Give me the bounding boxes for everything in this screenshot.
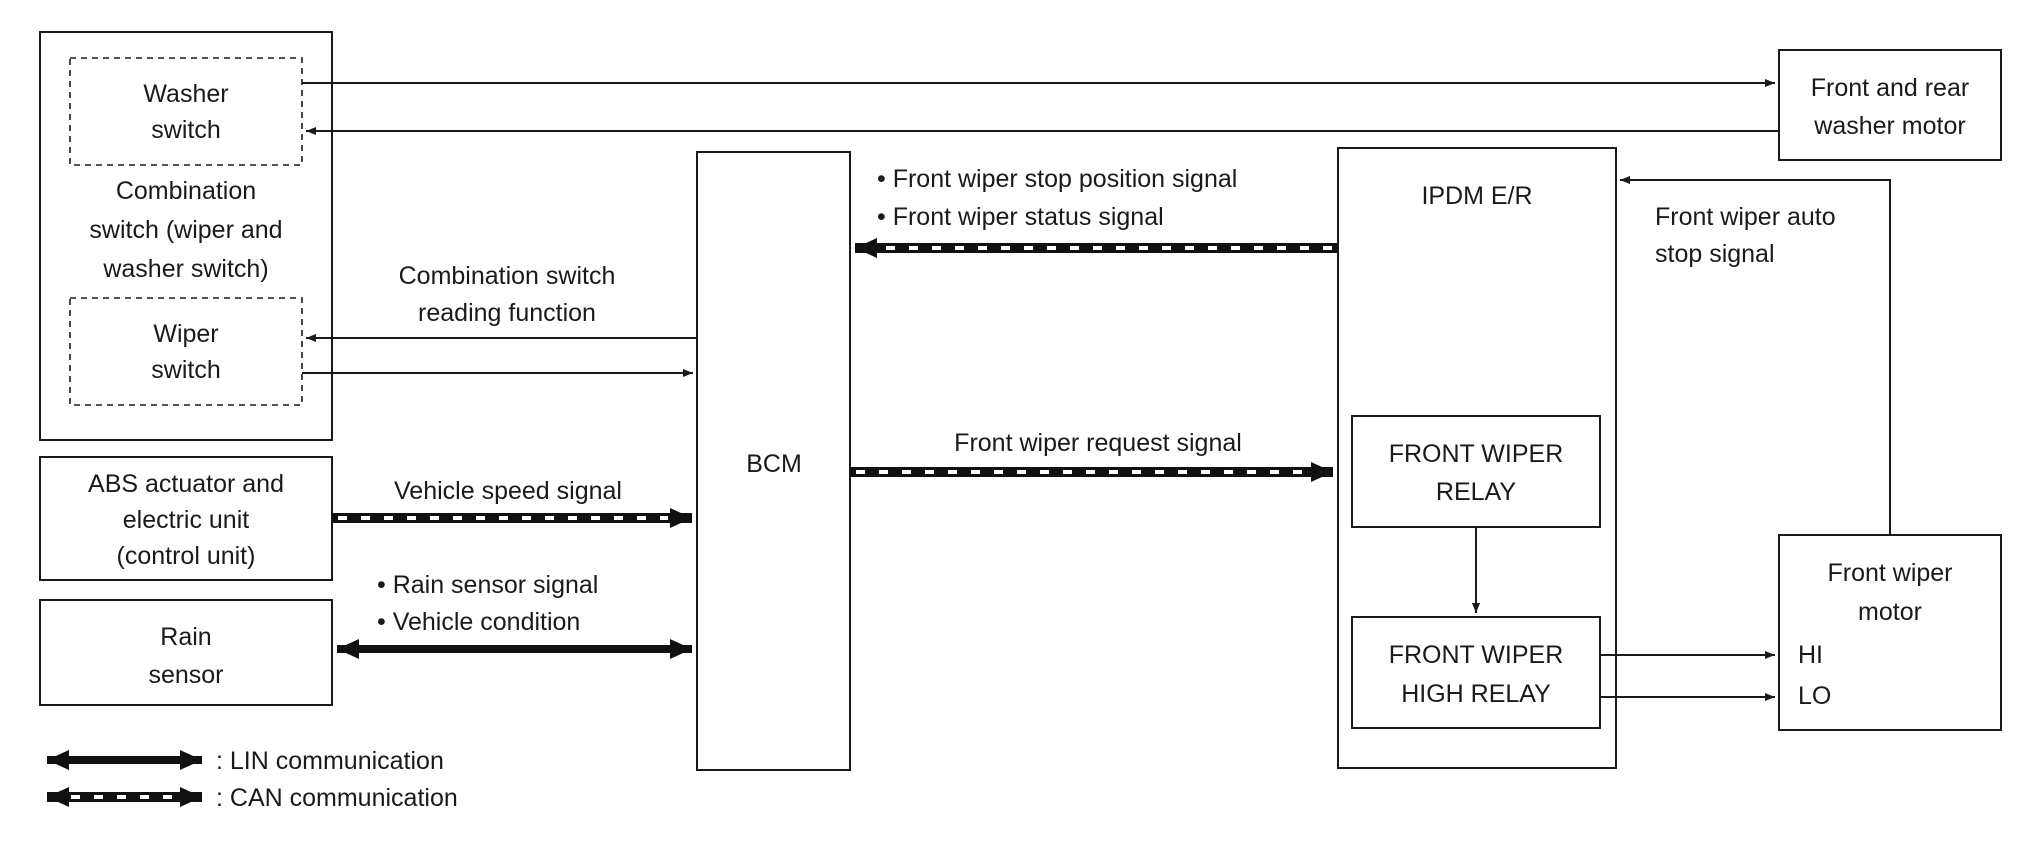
status-signal-label: • Front wiper status signal [877,203,1164,231]
abs-unit-label-1: ABS actuator and [88,470,284,498]
wiper-motor-label-2: motor [1858,598,1922,626]
washer-motor-box [1778,49,2002,161]
wiper-switch-box [69,297,303,406]
washer-switch-label-2: switch [151,116,220,144]
combination-switch-box [39,31,333,441]
front-wiper-relay-label-2: RELAY [1436,478,1516,506]
rain-sensor-box [39,599,333,706]
front-wiper-relay-box [1351,415,1601,528]
washer-switch-label-1: Washer [143,80,228,108]
wiper-motor-hi-label: HI [1798,641,1823,669]
legend-lin-label: : LIN communication [216,747,444,775]
auto-stop-signal-arrow [1620,176,1891,535]
abs-unit-label-3: (control unit) [117,542,256,570]
vehicle-speed-label: Vehicle speed signal [394,477,622,505]
wiper-switch-label-2: switch [151,356,220,384]
wiper-motor-label-1: Front wiper [1827,559,1952,587]
wiper-motor-lo-label: LO [1798,682,1831,710]
front-wiper-high-relay-label-2: HIGH RELAY [1401,680,1551,708]
washer-motor-label-1: Front and rear [1811,74,1969,102]
ipdm-label: IPDM E/R [1421,182,1532,210]
rain-sensor-signal-label: • Rain sensor signal [377,571,598,599]
bcm-box [696,151,851,771]
vehicle-condition-label: • Vehicle condition [377,608,580,636]
request-signal-label: Front wiper request signal [954,429,1242,457]
combo-reading-label-2: reading function [418,299,596,327]
combination-switch-label-3: washer switch) [102,255,268,283]
washer-switch-box [69,57,303,166]
wiper-switch-label-1: Wiper [153,320,218,348]
auto-stop-signal-label-1: Front wiper auto [1655,203,1836,231]
auto-stop-signal-label-2: stop signal [1655,240,1775,268]
washer-motor-label-2: washer motor [1813,112,1965,140]
bcm-label: BCM [746,450,802,478]
combination-switch-label-2: switch (wiper and [89,216,282,244]
abs-unit-label-2: electric unit [123,506,249,534]
front-wiper-high-relay-box [1351,616,1601,729]
rain-sensor-label-2: sensor [148,661,223,689]
front-wiper-high-relay-label-1: FRONT WIPER [1389,641,1564,669]
legend-can-label: : CAN communication [216,784,458,812]
front-wiper-relay-label-1: FRONT WIPER [1389,440,1564,468]
combo-reading-label-1: Combination switch [399,262,616,290]
combination-switch-label-1: Combination [116,177,256,205]
ipdm-box [1337,147,1617,769]
stop-position-signal-label: • Front wiper stop position signal [877,165,1237,193]
rain-sensor-label-1: Rain [160,623,211,651]
